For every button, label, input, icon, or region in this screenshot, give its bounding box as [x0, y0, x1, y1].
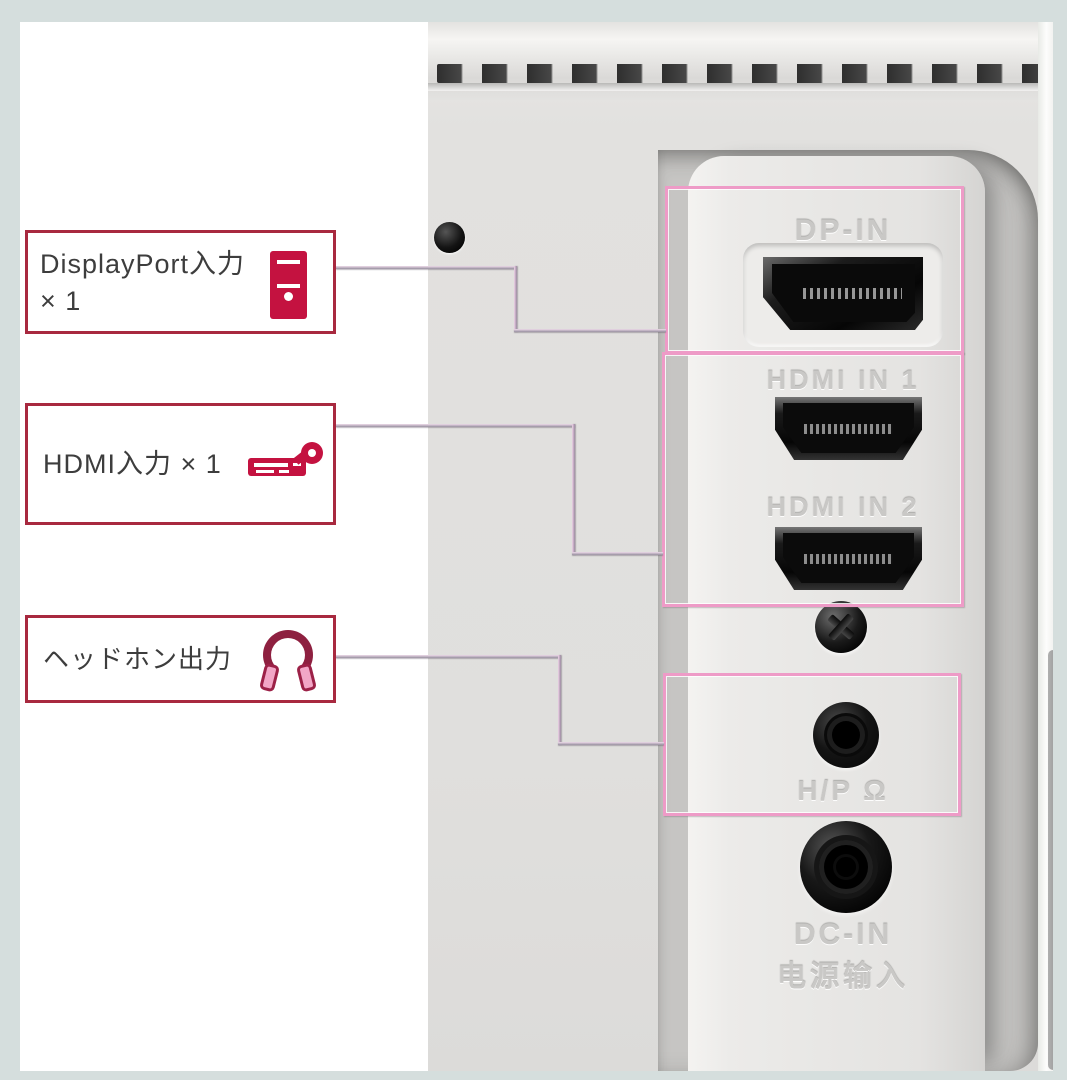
- dp-highlight-box: [665, 186, 964, 354]
- callout-hdmi: HDMI入力 × 1: [25, 403, 336, 525]
- dp-leader-line-v: [514, 266, 517, 332]
- hdmi-1-slot: [783, 403, 914, 453]
- hdmi-leader-line-h2: [572, 552, 663, 555]
- callout-displayport-title: DisplayPort入力: [40, 249, 246, 279]
- pc-tower-detail: [277, 284, 300, 288]
- media-player-detail: [254, 463, 288, 467]
- pc-tower-power-dot: [284, 292, 293, 301]
- headphone-leader-line-v: [558, 655, 561, 745]
- media-player-plug: [301, 442, 323, 464]
- dc-jack-pin-hole: [836, 857, 856, 877]
- headphones-icon: [258, 628, 318, 694]
- headphones-band: [263, 630, 313, 680]
- hdmi-2-connector: [775, 527, 922, 590]
- callout-hdmi-title: HDMI入力 × 1: [43, 448, 222, 479]
- headphone-highlight-box: [663, 673, 961, 816]
- hdmi-leader-line-v: [572, 424, 575, 555]
- displayport-connector: [763, 257, 923, 330]
- displayport-pins: [803, 288, 903, 300]
- pc-tower-icon: [270, 251, 307, 319]
- hdmi-2-pins: [803, 554, 894, 564]
- hdmi-highlight-box: [662, 352, 964, 607]
- headphone-jack: [813, 702, 879, 768]
- callout-displayport-text: DisplayPort入力 × 1: [28, 233, 333, 320]
- dp-leader-line-h2: [514, 329, 666, 332]
- media-player-icon: [248, 458, 306, 476]
- vent-slots: [437, 64, 1045, 83]
- headphone-leader-line-h2: [558, 742, 664, 745]
- hp-text: H/P: [797, 775, 853, 806]
- dp-in-embossed-label: DP-IN: [794, 214, 892, 247]
- hdmi-1-connector: [775, 397, 922, 460]
- dc-jack-ring: [819, 840, 873, 894]
- headphone-leader-line-h1: [336, 655, 561, 658]
- headphones-right-cup: [295, 662, 318, 693]
- hp-embossed-label: H/P Ω: [743, 775, 943, 807]
- hdmi-in-1-embossed-label: HDMI IN 1: [766, 365, 920, 395]
- headphones-left-cup: [258, 662, 281, 693]
- headphone-symbol-icon: Ω: [863, 775, 889, 806]
- dc-power-jack: [800, 821, 892, 913]
- photo-area: DP-IN HDMI IN 1 HDMI IN 2 H/P Ω DC-IN 电源…: [20, 22, 1053, 1071]
- hdmi-leader-line-h1: [336, 424, 575, 427]
- callout-displayport: DisplayPort入力 × 1: [25, 230, 336, 334]
- scrollbar-thumb[interactable]: [1048, 650, 1053, 1070]
- hdmi-in-2-embossed-label: HDMI IN 2: [766, 492, 920, 522]
- hdmi-1-pins: [803, 424, 894, 434]
- pc-tower-detail: [277, 260, 300, 264]
- callout-headphone: ヘッドホン出力: [25, 615, 336, 703]
- callout-displayport-count: × 1: [40, 286, 82, 316]
- hdmi-2-slot: [783, 533, 914, 583]
- dc-in-embossed-label: DC-IN: [793, 918, 893, 951]
- screw: [815, 601, 867, 653]
- media-player-detail: [293, 463, 301, 466]
- mounting-hole: [434, 222, 465, 253]
- media-player-plug-dot: [308, 449, 316, 457]
- headphone-jack-hole: [832, 721, 860, 749]
- vent-shadow: [428, 83, 1053, 91]
- media-player-detail: [279, 470, 289, 473]
- dp-leader-line-h1: [336, 266, 517, 269]
- dc-in-chinese-label: 电源输入: [776, 961, 909, 993]
- callout-headphone-title: ヘッドホン出力: [43, 643, 233, 674]
- media-player-detail: [256, 470, 274, 473]
- displayport-slot: [772, 264, 915, 322]
